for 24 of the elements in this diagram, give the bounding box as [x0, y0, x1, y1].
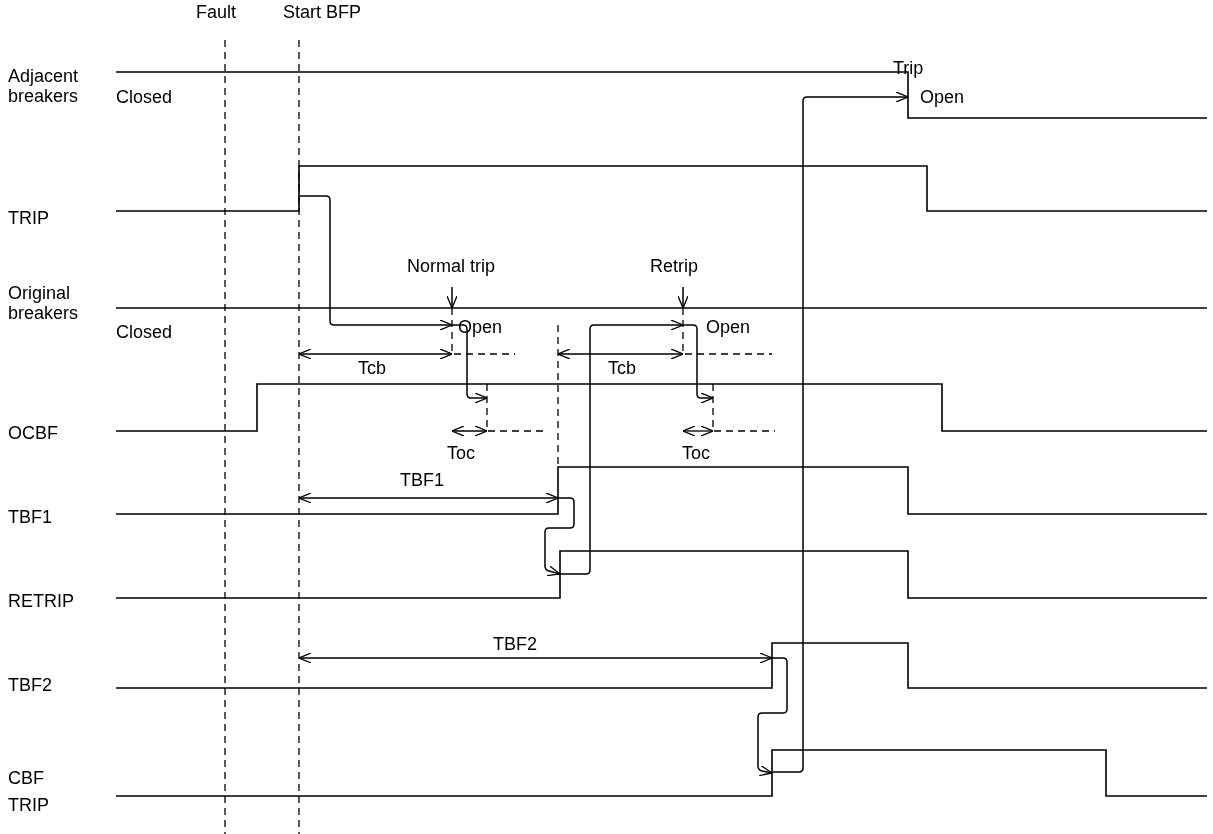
time-label: TBF2: [493, 634, 537, 654]
state-label: Trip: [893, 58, 924, 78]
state-label: Open: [706, 317, 751, 337]
state-label: Closed: [116, 322, 173, 342]
event-label: Normal trip: [407, 256, 495, 276]
signal-name: RETRIP: [8, 591, 74, 611]
signal-name: CBF TRIP: [8, 767, 50, 817]
signal-name: TRIP: [8, 208, 49, 228]
time-label: Tcb: [608, 358, 636, 378]
state-label: Open: [458, 317, 503, 337]
state-label: Open: [920, 87, 965, 107]
signal-name: Adjacent breakers: [8, 66, 80, 106]
time-label: Tcb: [358, 358, 386, 378]
time-label: TBF1: [400, 470, 444, 490]
time-label: Toc: [682, 443, 710, 463]
event-label: Retrip: [650, 256, 698, 276]
time-label: Toc: [447, 443, 475, 463]
event-label: Start BFP: [283, 2, 362, 22]
signal-name: Original breakers: [8, 283, 80, 323]
signal-name: TBF2: [8, 675, 52, 695]
event-label: Fault: [196, 2, 237, 22]
signal-name: TBF1: [8, 507, 52, 527]
state-label: Closed: [116, 87, 173, 107]
signal-name: OCBF: [8, 423, 58, 443]
